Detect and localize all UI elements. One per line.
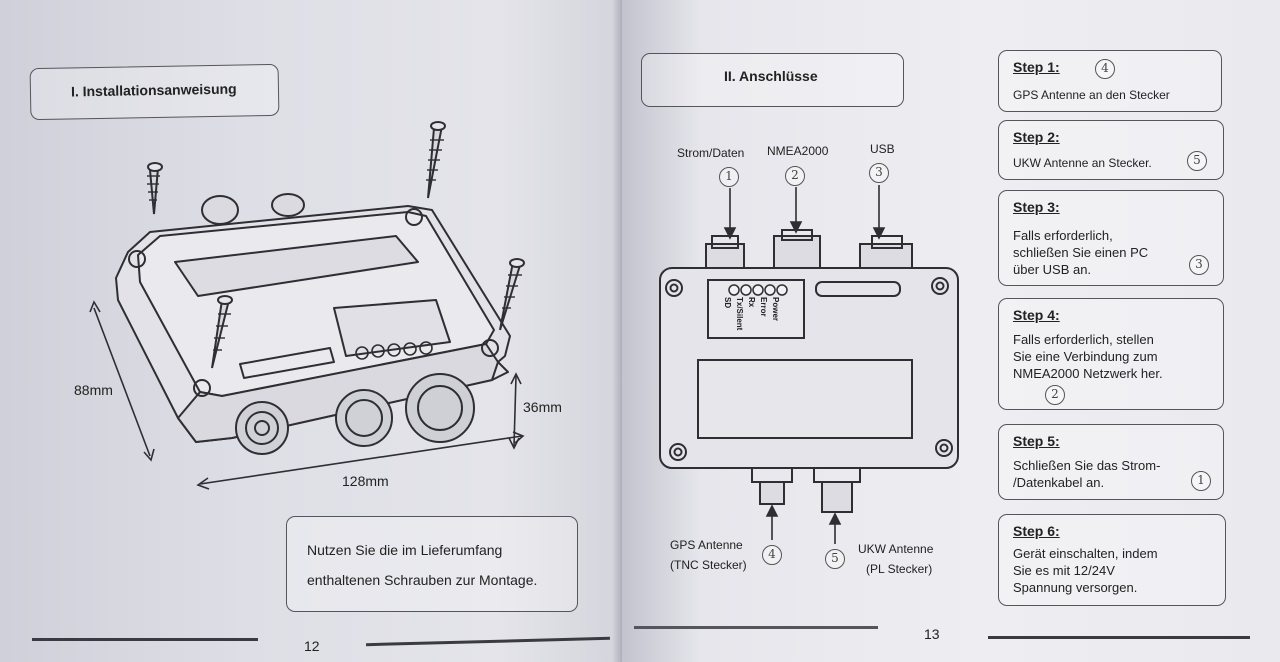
led-label-error: Error xyxy=(759,297,768,317)
step-1-box: Step 1: 4 GPS Antenne an den Stecker xyxy=(998,50,1222,112)
page-number-left: 12 xyxy=(304,638,320,654)
right-footer-rule-1 xyxy=(634,626,878,629)
step-5-body: Schließen Sie das Strom- /Datenkabel an. xyxy=(1013,458,1161,490)
dimension-width: 128mm xyxy=(342,473,389,489)
callout-4-bottom: 4 xyxy=(762,545,782,565)
connector-label-nmea2000: NMEA2000 xyxy=(767,144,829,158)
dimension-depth: 36mm xyxy=(523,399,562,415)
step-4-title: Step 4: xyxy=(1013,307,1060,323)
step-6-body: Gerät einschalten, indem Sie es mit 12/2… xyxy=(1013,546,1158,595)
led-label-sd: SD xyxy=(723,297,732,309)
connector-sub-ukw: (PL Stecker) xyxy=(866,562,933,576)
mounting-note-box: Nutzen Sie die im Lieferumfang enthalten… xyxy=(286,516,578,612)
step-6-title: Step 6: xyxy=(1013,523,1060,539)
connections-header: II. Anschlüsse xyxy=(724,68,818,84)
left-footer-rule-1 xyxy=(32,638,258,641)
connector-label-ukw: UKW Antenne xyxy=(858,542,934,556)
connector-sub-gps: (TNC Stecker) xyxy=(670,558,747,572)
connector-label-power-data: Strom/Daten xyxy=(677,146,745,160)
page-number-right: 13 xyxy=(924,626,940,642)
callout-2-top: 2 xyxy=(785,166,805,186)
device-front-view-drawing xyxy=(659,185,959,544)
right-footer-rule-2 xyxy=(988,636,1250,639)
mounting-note-line-2: enthaltenen Schrauben zur Montage. xyxy=(307,572,538,588)
callout-1-top: 1 xyxy=(719,167,739,187)
step-1-body: GPS Antenne an den Stecker xyxy=(1013,88,1170,102)
step-1-callout: 4 xyxy=(1095,59,1115,79)
step-3-callout: 3 xyxy=(1189,255,1209,275)
step-2-box: Step 2: UKW Antenne an Stecker. 5 xyxy=(998,120,1224,180)
step-3-body: Falls erforderlich, schließen Sie einen … xyxy=(1013,228,1149,277)
led-label-power: Power xyxy=(771,297,780,322)
left-page: I. Installationsanweisung xyxy=(0,0,622,662)
device-isometric-drawing xyxy=(89,121,525,490)
step-2-title: Step 2: xyxy=(1013,129,1060,145)
led-label-tx-silent: Tx/Silent xyxy=(735,297,744,331)
step-2-body: UKW Antenne an Stecker. xyxy=(1013,156,1152,170)
connector-label-gps: GPS Antenne xyxy=(670,538,743,552)
step-2-callout: 5 xyxy=(1187,151,1207,171)
led-label-rx: Rx xyxy=(747,297,756,308)
step-5-callout: 1 xyxy=(1191,471,1211,491)
step-5-box: Step 5: Schließen Sie das Strom- /Datenk… xyxy=(998,424,1224,500)
step-6-box: Step 6: Gerät einschalten, indem Sie es … xyxy=(998,514,1226,606)
dimension-height: 88mm xyxy=(74,382,113,398)
step-4-box: Step 4: Falls erforderlich, stellen Sie … xyxy=(998,298,1224,410)
mounting-note-line-1: Nutzen Sie die im Lieferumfang xyxy=(307,542,503,558)
connections-header-box: II. Anschlüsse xyxy=(641,53,904,107)
callout-3-top: 3 xyxy=(869,163,889,183)
callout-5-bottom: 5 xyxy=(825,549,845,569)
step-5-title: Step 5: xyxy=(1013,433,1060,449)
connector-label-usb: USB xyxy=(870,142,895,156)
step-4-body: Falls erforderlich, stellen Sie eine Ver… xyxy=(1013,332,1163,381)
step-3-box: Step 3: Falls erforderlich, schließen Si… xyxy=(998,190,1224,286)
step-3-title: Step 3: xyxy=(1013,199,1060,215)
right-page: II. Anschlüsse Strom/Daten NMEA2000 USB … xyxy=(622,0,1280,662)
step-4-callout: 2 xyxy=(1045,385,1065,405)
step-1-title: Step 1: xyxy=(1013,59,1060,75)
